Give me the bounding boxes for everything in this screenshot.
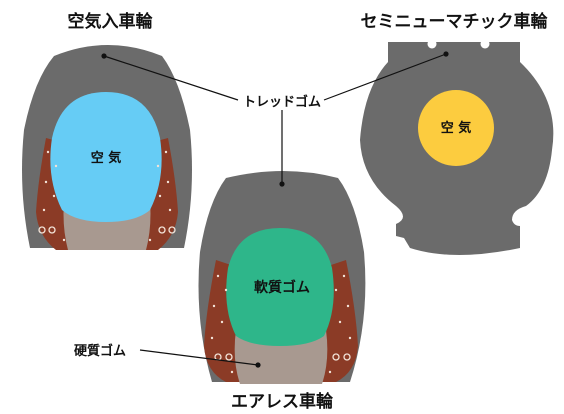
leader-tread-pneumatic xyxy=(103,55,239,101)
hard-rubber-label: 硬質ゴム xyxy=(74,343,126,359)
airless-wheel: 軟質ゴム xyxy=(198,171,366,384)
leader-hard-rubber xyxy=(139,349,259,366)
airless-bead-rings xyxy=(214,353,351,361)
semi-notch-left xyxy=(427,39,437,49)
semi-pneumatic-title: セミニューマチック車輪 xyxy=(361,11,549,32)
pneumatic-title: 空気入車輪 xyxy=(68,11,154,32)
tread-rubber-label: トレッドゴム xyxy=(243,94,321,110)
pneumatic-bead-rings xyxy=(38,226,176,234)
airless-bead-dots xyxy=(210,274,352,374)
leader-dots xyxy=(101,51,449,368)
pneumatic-air-chamber xyxy=(50,92,162,222)
leader-lines xyxy=(103,53,447,366)
leader-tread-semi xyxy=(323,53,447,101)
airless-soft-rubber xyxy=(226,228,334,346)
semi-notch-right xyxy=(480,39,490,49)
airless-title: エアレス車輪 xyxy=(231,391,334,412)
airless-soft-label: 軟質ゴム xyxy=(254,279,310,296)
pneumatic-air-label: 空 気 xyxy=(91,150,122,166)
semi-air-chamber xyxy=(418,90,494,166)
semi-pneumatic-wheel: 空 気 xyxy=(360,39,554,255)
semi-air-label: 空 気 xyxy=(441,120,472,136)
pneumatic-wheel: 空 気 xyxy=(22,45,192,250)
pneumatic-bead-dots xyxy=(42,150,172,242)
